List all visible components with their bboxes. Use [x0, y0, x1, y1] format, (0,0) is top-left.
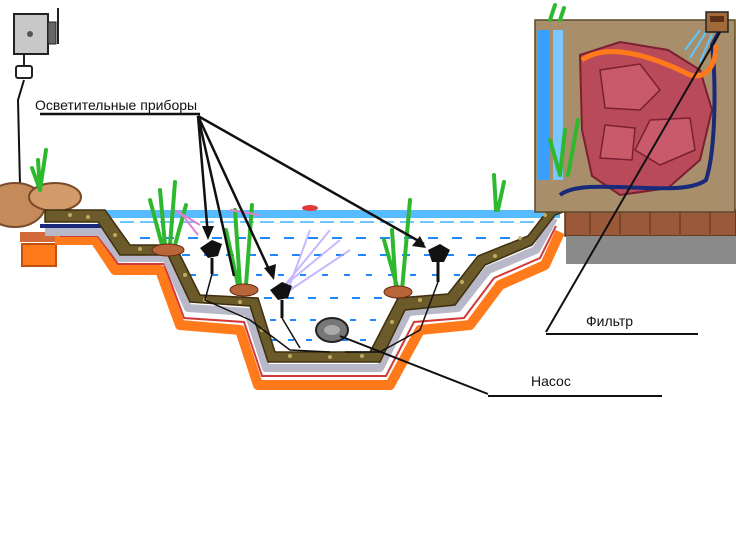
waterfall-spray — [684, 29, 713, 63]
left-footing — [21, 243, 57, 267]
light-rays — [284, 229, 351, 291]
control-box-icon — [13, 8, 59, 55]
filter-pointer — [545, 31, 721, 335]
lighting-label: Осветительные приборы — [35, 97, 197, 113]
lighting-pointers — [40, 112, 425, 277]
waterfall-hose — [558, 29, 722, 197]
pump-label: Насос — [531, 373, 571, 389]
lamp-cables — [204, 273, 439, 353]
stream-liner — [580, 44, 719, 79]
liner-gray — [45, 216, 558, 372]
right-deck-planks — [589, 212, 711, 234]
liner-red-shadow — [60, 225, 557, 377]
filter-label: Фильтр — [586, 313, 633, 329]
lighting-arrowheads — [202, 226, 426, 280]
filter-icon — [705, 11, 729, 33]
right-footing — [566, 236, 736, 264]
pink-plants — [174, 209, 261, 236]
pump-pointer — [339, 335, 662, 397]
gravel-stones — [68, 190, 572, 359]
fish-icon — [302, 205, 318, 211]
lamp-icon — [200, 240, 450, 318]
plant-icon — [30, 3, 580, 292]
left-deck — [20, 232, 60, 242]
plug-icon — [15, 54, 33, 79]
liner-orange — [55, 229, 565, 390]
pump-icon — [315, 317, 349, 343]
plant-pots — [151, 243, 413, 299]
